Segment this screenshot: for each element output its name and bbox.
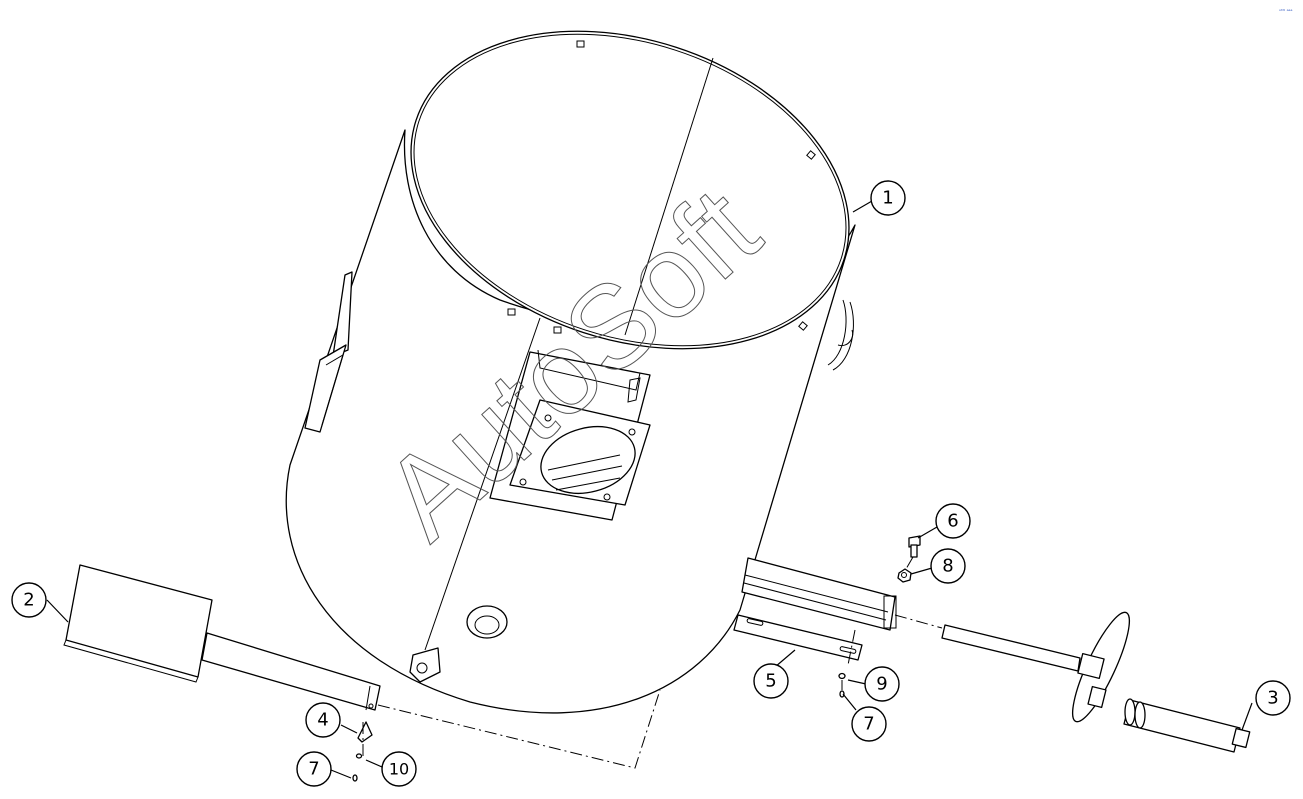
svg-text:8: 8	[942, 556, 953, 577]
svg-text:3: 3	[1267, 688, 1278, 709]
balloon-1: 1	[870, 180, 906, 216]
svg-text:1: 1	[882, 188, 893, 209]
corner-mark: ᵒᵗᴳ ᵃᵃᵃ	[1279, 9, 1292, 15]
balloon-6: 6	[935, 503, 971, 539]
svg-text:5: 5	[765, 671, 776, 692]
balloon-2: 2	[11, 582, 47, 618]
assembly-lines	[362, 556, 943, 769]
leader-lines	[46, 200, 1253, 779]
balloon-4: 4	[305, 702, 341, 738]
handle-assembly	[63, 564, 381, 711]
drum-cylinder	[285, 30, 897, 714]
fasteners	[352, 535, 921, 782]
strap-bar	[733, 614, 863, 661]
svg-text:10: 10	[389, 760, 409, 779]
balloon-7a: 7	[296, 751, 332, 787]
balloon-3: 3	[1255, 680, 1291, 716]
balloon-9: 9	[864, 666, 900, 702]
balloon-8: 8	[930, 548, 966, 584]
svg-text:6: 6	[947, 511, 958, 532]
svg-text:4: 4	[317, 710, 328, 731]
svg-text:9: 9	[876, 674, 887, 695]
svg-text:7: 7	[863, 714, 874, 735]
svg-text:7: 7	[308, 759, 319, 780]
balloon-10: 10	[381, 751, 417, 787]
balloon-5: 5	[753, 663, 789, 699]
svg-text:2: 2	[23, 590, 34, 611]
balloon-7b: 7	[851, 706, 887, 742]
shaft-assembly	[941, 611, 1251, 753]
cone-tip	[357, 721, 373, 743]
